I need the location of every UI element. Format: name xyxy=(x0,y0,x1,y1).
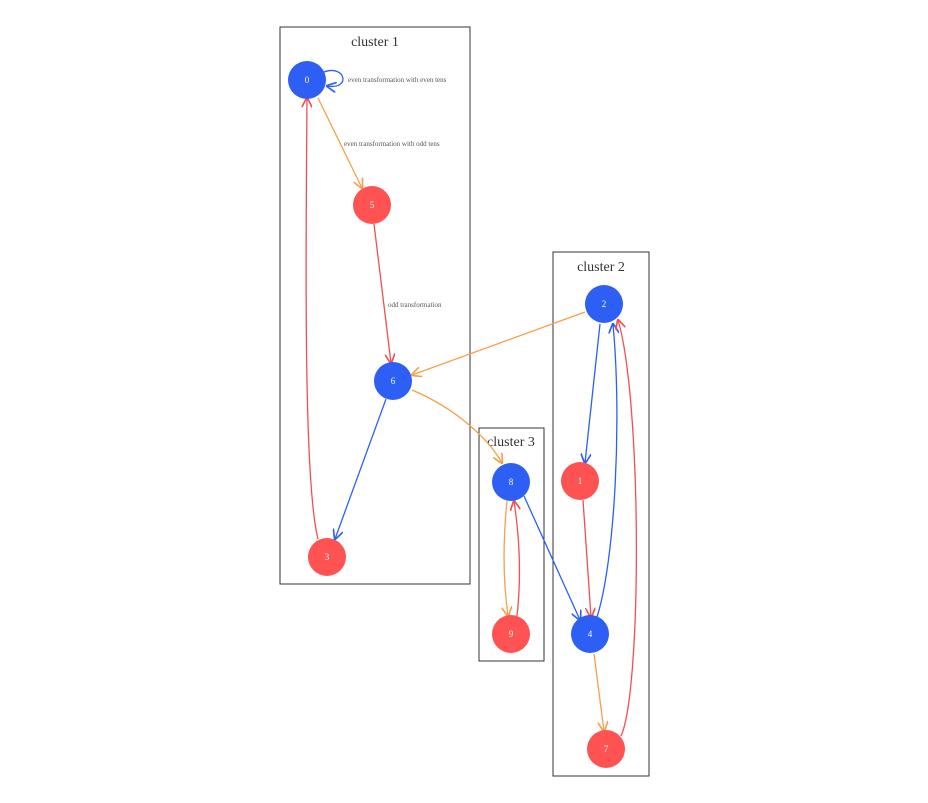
cluster-2-box xyxy=(552,251,650,777)
edge-label-0-to-5: even transformation with odd tens xyxy=(344,140,440,148)
cluster-3-title: cluster 3 xyxy=(487,435,535,450)
edge-2-to-1 xyxy=(585,323,601,463)
node-7[interactable]: 7 xyxy=(587,730,625,768)
edge-3-to-0 xyxy=(306,98,319,540)
cluster-3-box xyxy=(478,427,545,662)
node-4-label: 4 xyxy=(588,629,593,639)
node-2-label: 2 xyxy=(602,299,607,309)
node-5[interactable]: 5 xyxy=(353,186,391,224)
edge-5-to-6 xyxy=(373,223,391,363)
edge-0-to-0 xyxy=(323,69,344,86)
edge-4-to-7 xyxy=(593,653,604,731)
node-9-label: 9 xyxy=(509,629,514,639)
cluster-2: cluster 2 xyxy=(552,251,650,777)
edge-label-5-to-6: odd transformation xyxy=(388,301,442,309)
cluster-2-title: cluster 2 xyxy=(577,260,625,275)
nodes: 0 5 6 3 2 1 4 7 xyxy=(288,61,625,768)
node-9[interactable]: 9 xyxy=(492,615,530,653)
node-8-label: 8 xyxy=(509,477,514,487)
node-0-label: 0 xyxy=(305,75,310,85)
node-1[interactable]: 1 xyxy=(561,462,599,500)
edge-2-to-6 xyxy=(412,311,586,375)
cluster-3: cluster 3 xyxy=(478,427,545,662)
cluster-1-box xyxy=(279,26,471,585)
edge-7-to-2 xyxy=(618,320,638,737)
edge-6-to-8 xyxy=(411,389,502,463)
edge-label-0-to-0: even transformation with even tens xyxy=(348,76,447,84)
node-0[interactable]: 0 xyxy=(288,61,326,99)
edges: even transformation with even tens even … xyxy=(306,69,638,737)
cluster-1: cluster 1 xyxy=(279,26,471,585)
node-5-label: 5 xyxy=(370,200,375,210)
node-3[interactable]: 3 xyxy=(308,538,346,576)
node-4[interactable]: 4 xyxy=(571,615,609,653)
node-6[interactable]: 6 xyxy=(374,362,412,400)
node-6-label: 6 xyxy=(391,376,396,386)
node-3-label: 3 xyxy=(325,552,330,562)
edge-1-to-4 xyxy=(582,499,591,617)
node-1-label: 1 xyxy=(578,476,583,486)
cluster-1-title: cluster 1 xyxy=(351,35,399,50)
node-8[interactable]: 8 xyxy=(492,463,530,501)
node-2[interactable]: 2 xyxy=(585,285,623,323)
edge-8-to-9 xyxy=(504,500,508,616)
edge-4-to-2 xyxy=(596,324,617,618)
edge-9-to-8 xyxy=(514,501,519,617)
edge-8-to-4 xyxy=(523,495,580,620)
edge-0-to-5 xyxy=(317,97,362,188)
node-7-label: 7 xyxy=(604,744,609,754)
edge-6-to-3 xyxy=(335,398,387,539)
